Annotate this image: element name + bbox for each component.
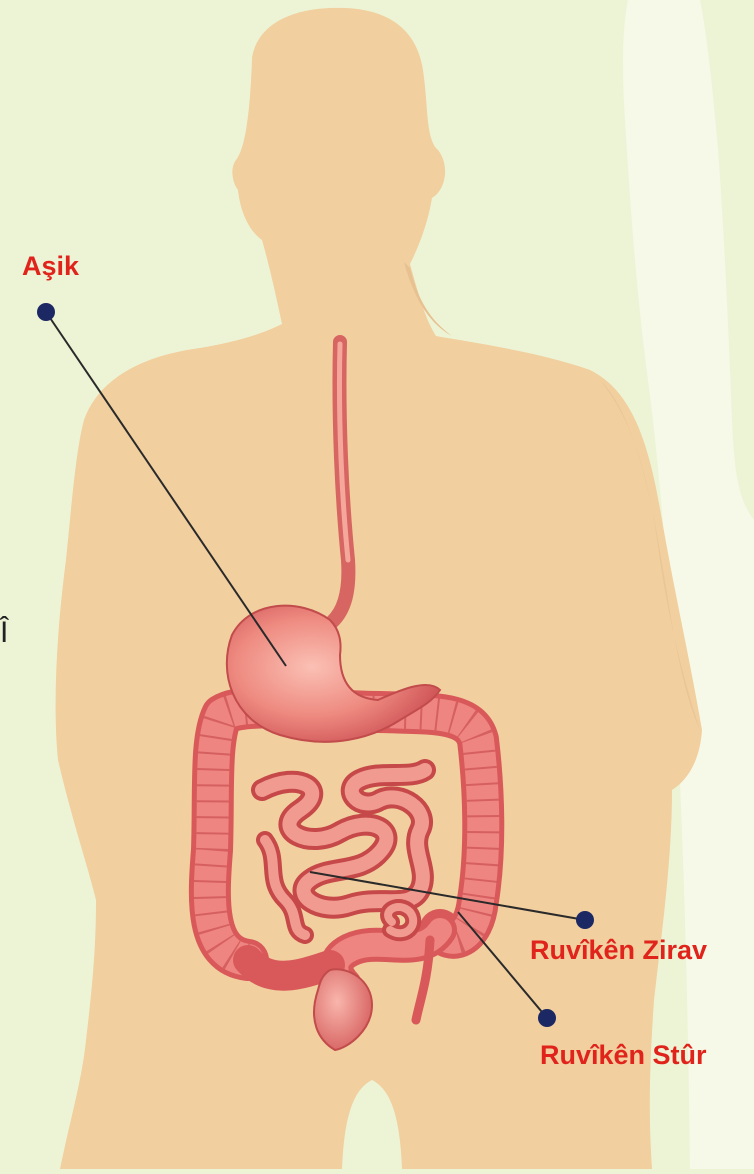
label-edge-fragment: Î	[0, 618, 8, 648]
label-small-intestine: Ruvîkên Zirav	[530, 937, 707, 964]
label-stomach: Aşik	[22, 253, 79, 280]
marker-stomach	[37, 303, 55, 321]
marker-small-intestine	[576, 911, 594, 929]
label-large-intestine: Ruvîkên Stûr	[540, 1042, 707, 1069]
marker-large-intestine	[538, 1009, 556, 1027]
